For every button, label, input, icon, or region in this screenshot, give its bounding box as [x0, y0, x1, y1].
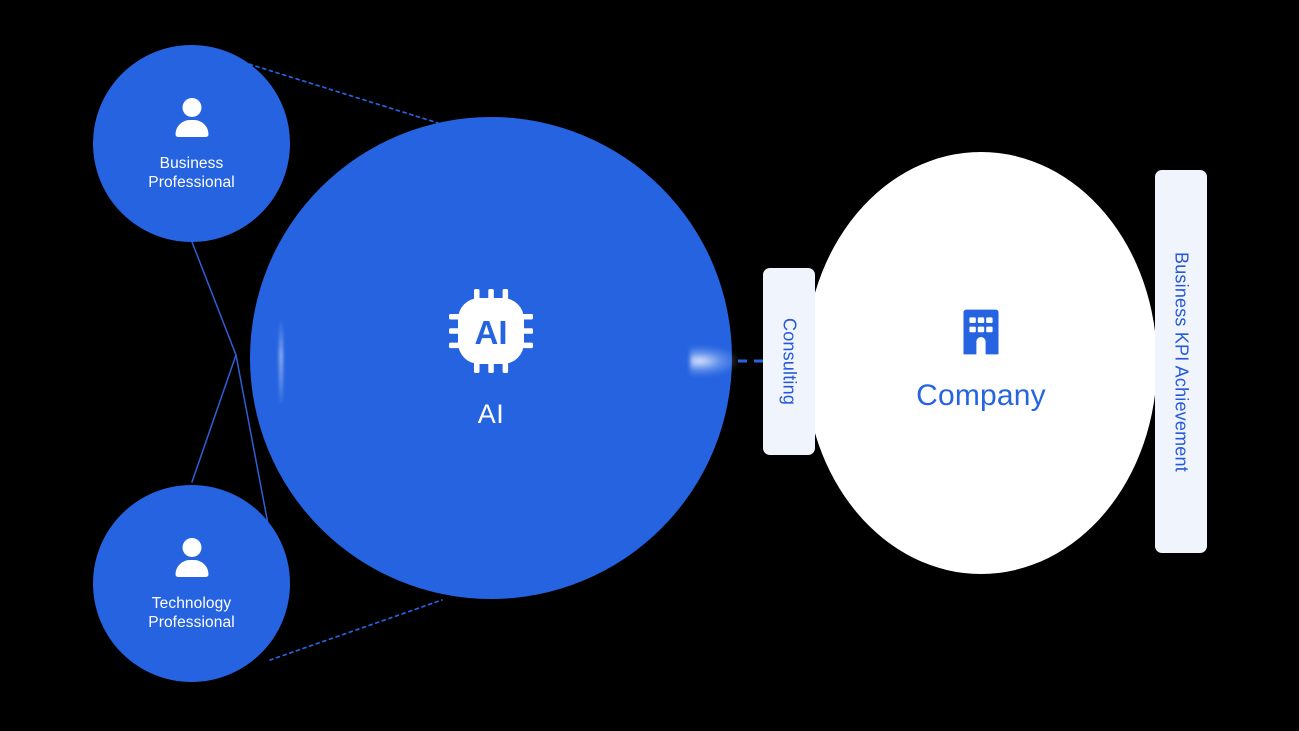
- node-ai[interactable]: AI AI: [250, 117, 732, 599]
- flow-label-consulting[interactable]: Consulting: [763, 268, 815, 455]
- persona-business-professional[interactable]: Business Professional: [93, 45, 290, 242]
- building-icon: [961, 309, 1001, 355]
- node-company[interactable]: Company: [805, 152, 1157, 574]
- flow-label-kpi-text: Business KPI Achievement: [1171, 251, 1192, 472]
- persona-label-line2: Professional: [148, 173, 235, 191]
- person-icon: [169, 96, 215, 142]
- connector-technology-to-ai-lower: [269, 599, 443, 661]
- persona-label-line1: Technology: [151, 594, 232, 612]
- connector-business-to-crossing: [191, 241, 237, 356]
- persona-technology-professional[interactable]: Technology Professional: [93, 485, 290, 682]
- persona-label-line1: Business: [159, 154, 224, 172]
- node-company-label: Company: [916, 379, 1046, 412]
- persona-label-technology: Technology Professional: [148, 594, 235, 632]
- persona-label-business: Business Professional: [148, 154, 235, 192]
- connector-crossing-to-technology-upper: [191, 354, 237, 483]
- person-icon: [169, 536, 215, 582]
- flow-label-business-kpi-achievement[interactable]: Business KPI Achievement: [1155, 170, 1207, 553]
- node-ai-label: AI: [477, 398, 505, 429]
- flow-label-consulting-text: Consulting: [779, 317, 800, 406]
- ai-chip-icon: AI: [447, 287, 535, 375]
- persona-label-line2: Professional: [148, 613, 235, 631]
